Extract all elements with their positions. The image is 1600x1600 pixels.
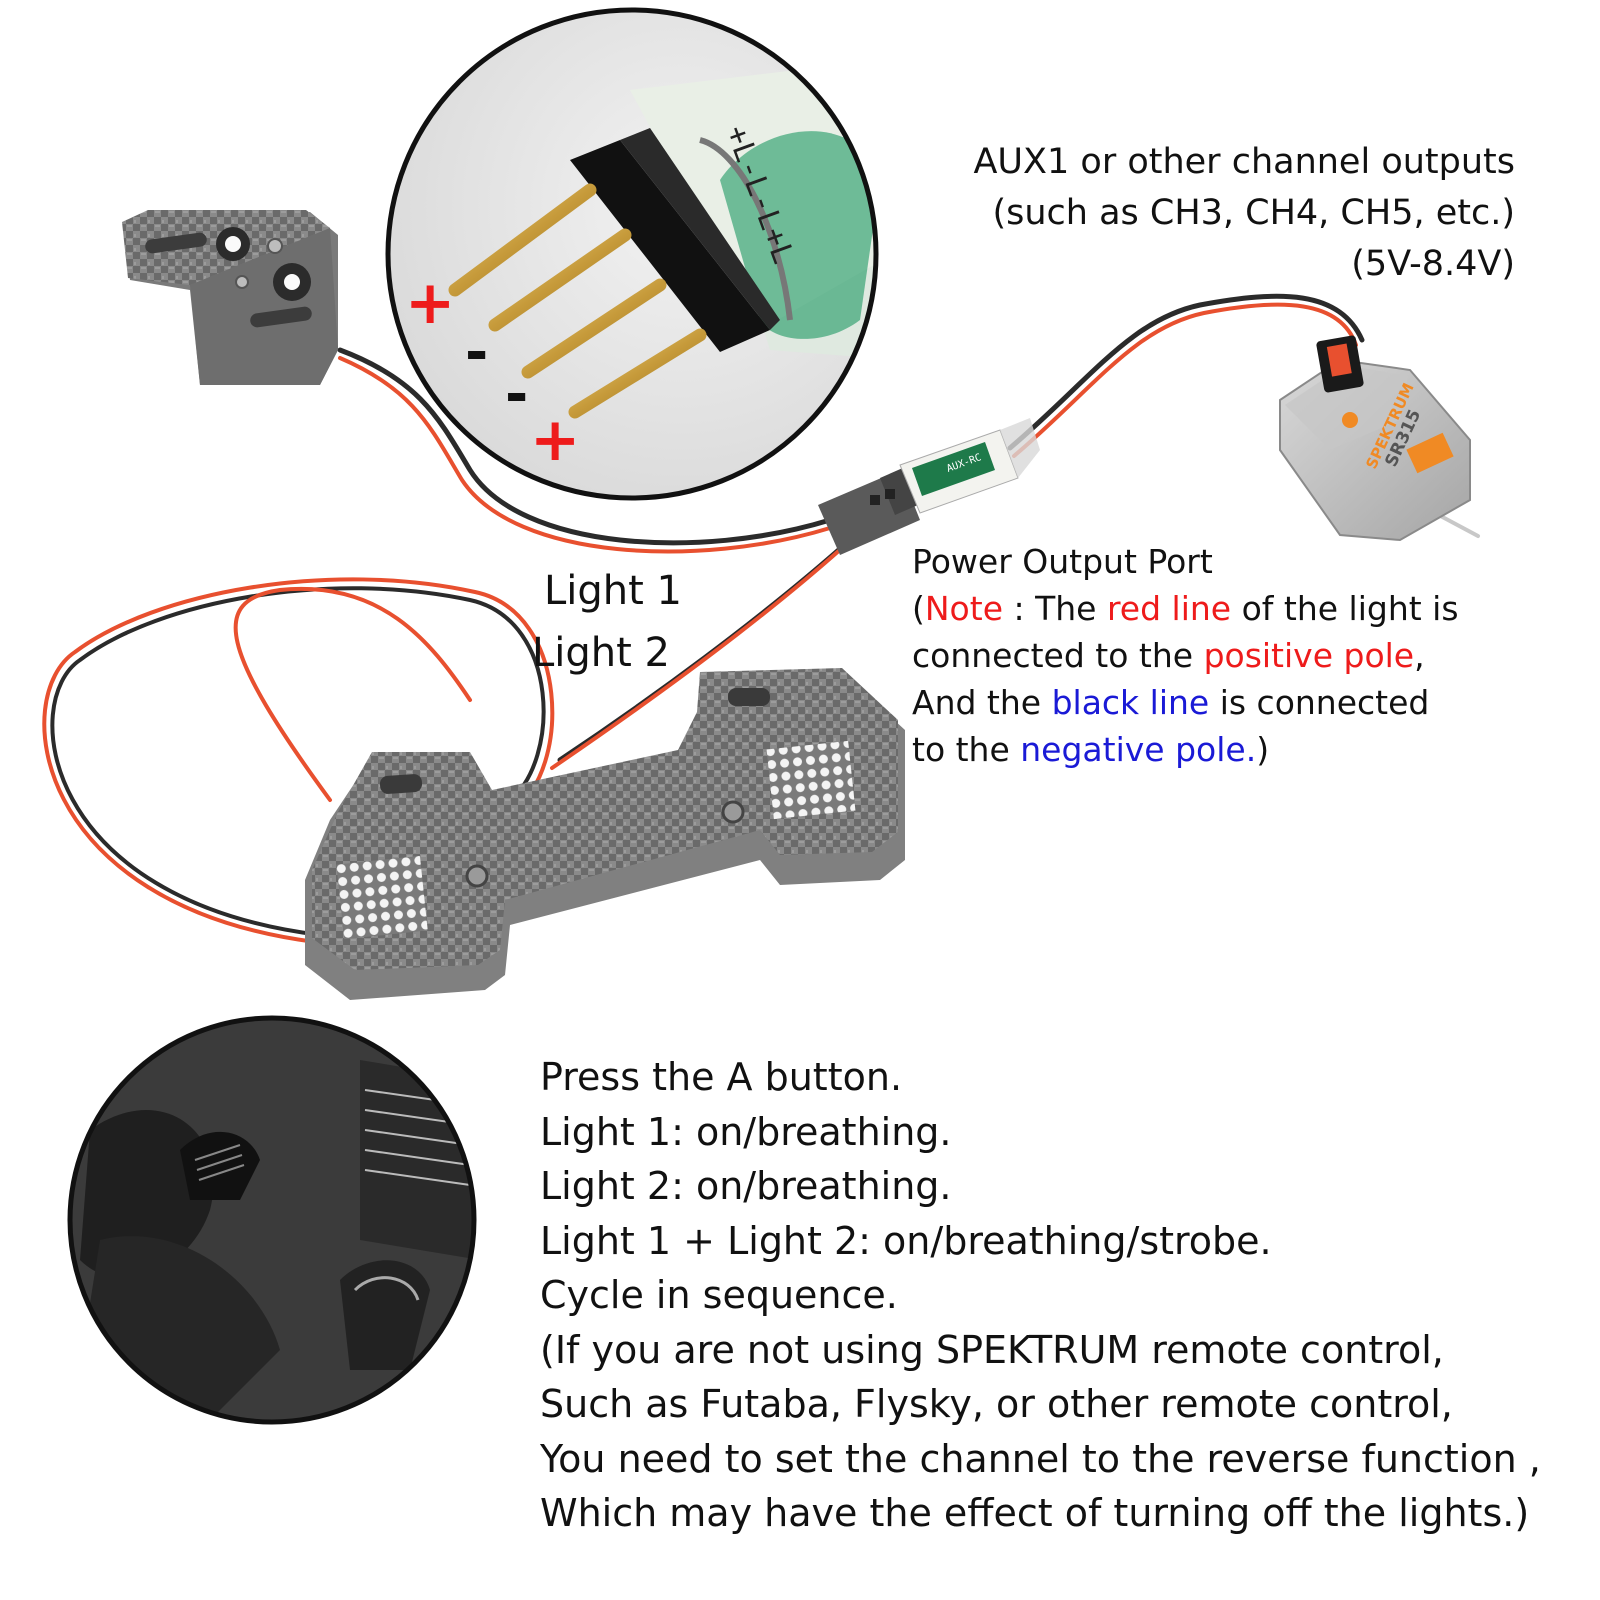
note-line-4: And the black line is connected bbox=[912, 683, 1430, 722]
connector-module: AUX-RC bbox=[818, 418, 1040, 555]
aux-line-1: AUX1 or other channel outputs bbox=[973, 142, 1515, 182]
receiver: SPEKTRUM SR315 bbox=[1279, 335, 1471, 542]
light-bar bbox=[305, 668, 905, 1000]
wires bbox=[42, 293, 1480, 944]
power-output-note: Power Output Port (Note : The red line o… bbox=[912, 538, 1459, 773]
pin-sign-plus-top: + bbox=[405, 268, 456, 338]
red-line-text: red line bbox=[1106, 589, 1232, 628]
remote-zoom-inset bbox=[67, 1015, 477, 1425]
light-2-label: Light 2 bbox=[532, 630, 670, 676]
light-1-label: Light 1 bbox=[544, 568, 682, 614]
pin-sign-plus-bottom: + bbox=[530, 405, 581, 475]
instructions-block: Press the A button. Light 1: on/breathin… bbox=[540, 1050, 1541, 1541]
black-line-text: black line bbox=[1051, 683, 1210, 722]
note-title: Power Output Port bbox=[912, 542, 1213, 581]
pin-sign-minus-1: - bbox=[465, 320, 489, 385]
aux-line-3: (5V-8.4V) bbox=[1351, 244, 1515, 284]
instruction-line: Press the A button. bbox=[540, 1055, 903, 1099]
positive-pole-text: positive pole bbox=[1203, 636, 1415, 675]
aux-line-2: (such as CH3, CH4, CH5, etc.) bbox=[992, 193, 1515, 233]
note-line-2: (Note : The red line of the light is bbox=[912, 589, 1459, 628]
instruction-line: (If you are not using SPEKTRUM remote co… bbox=[540, 1327, 1444, 1372]
instruction-line: Light 1 + Light 2: on/breathing/strobe. bbox=[540, 1218, 1272, 1263]
instruction-line: Such as Futaba, Flysky, or other remote … bbox=[540, 1382, 1453, 1426]
note-line-5: to the negative pole.) bbox=[912, 730, 1270, 769]
instruction-line: Cycle in sequence. bbox=[540, 1273, 898, 1317]
instruction-line: Which may have the effect of turning off… bbox=[540, 1491, 1530, 1535]
note-word: Note bbox=[924, 589, 1003, 628]
instruction-line: You need to set the channel to the rever… bbox=[540, 1436, 1541, 1481]
aux-output-label: AUX1 or other channel outputs (such as C… bbox=[973, 137, 1515, 290]
pin-zoom-inset: +L-L-L+L bbox=[385, 7, 879, 501]
negative-pole-text: negative pole. bbox=[1020, 730, 1257, 769]
instruction-line: Light 1: on/breathing. bbox=[540, 1109, 952, 1154]
note-line-3: connected to the positive pole, bbox=[912, 636, 1425, 675]
small-light-housing bbox=[122, 210, 338, 385]
instruction-line: Light 2: on/breathing. bbox=[540, 1164, 952, 1208]
pin-sign-minus-2: - bbox=[505, 362, 529, 427]
